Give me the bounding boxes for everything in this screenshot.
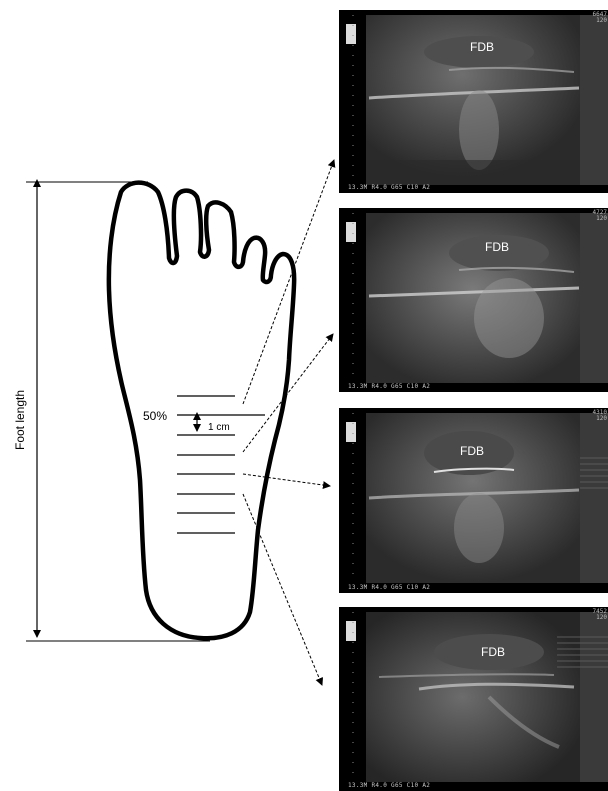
- ultrasound-image: [339, 208, 608, 392]
- panel-footer: 13.3M R4.0 G65 C10 A2: [348, 184, 430, 191]
- fdb-label: FDB: [470, 40, 494, 54]
- panel-readout: 4310 120: [593, 410, 607, 422]
- ultrasound-image: [339, 10, 608, 193]
- ultrasound-panel-4: FDB 7452 120 13.3M R4.0 G65 C10 A2: [339, 607, 608, 791]
- foot-outline: [109, 183, 294, 639]
- panel-readout: 6647 120: [593, 12, 607, 24]
- readout-bottom: 120: [596, 614, 607, 621]
- panel-footer: 13.3M R4.0 G65 C10 A2: [348, 584, 430, 591]
- ultrasound-image: [339, 607, 608, 791]
- readout-bottom: 120: [596, 415, 607, 422]
- panel-readout: 7452 120: [593, 609, 607, 621]
- connector-arrow-3: [243, 474, 330, 486]
- fdb-label: FDB: [481, 645, 505, 659]
- panel-readout: 4727 120: [593, 210, 607, 222]
- panel-footer: 13.3M R4.0 G65 C10 A2: [348, 782, 430, 789]
- ultrasound-panel-2: FDB 4727 120 13.3M R4.0 G65 C10 A2: [339, 208, 608, 392]
- ultrasound-panel-1: FDB 6647 120 13.3M R4.0 G65 C10 A2: [339, 10, 608, 193]
- percent-label: 50%: [143, 409, 167, 423]
- foot-length-label: Foot length: [13, 390, 27, 450]
- readout-bottom: 120: [596, 17, 607, 24]
- measurement-lines: [177, 396, 265, 533]
- ultrasound-panel-3: FDB 4310 120 13.3M R4.0 G65 C10 A2: [339, 408, 608, 593]
- ultrasound-image: [339, 408, 608, 593]
- panel-footer: 13.3M R4.0 G65 C10 A2: [348, 383, 430, 390]
- spacing-label: 1 cm: [208, 422, 230, 433]
- fdb-label: FDB: [460, 444, 484, 458]
- fdb-label: FDB: [485, 240, 509, 254]
- readout-bottom: 120: [596, 215, 607, 222]
